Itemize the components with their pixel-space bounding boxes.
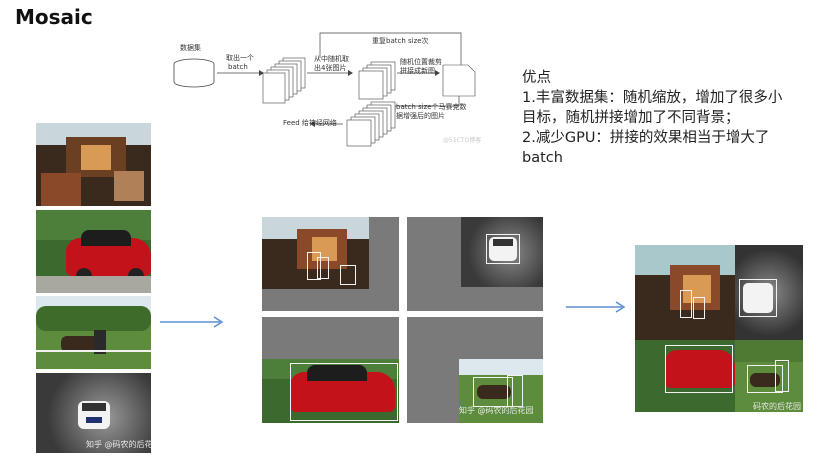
dataset-cylinder-icon (173, 58, 215, 88)
watermark-middle: 知乎 @码农的后花园 (459, 406, 534, 415)
quadrant-top-left (262, 217, 399, 311)
watermark-left: 知乎 @码农的后花园 (86, 440, 151, 449)
photo-red-car (36, 210, 151, 293)
label-take-batch-1: 取出一个 (226, 54, 254, 62)
image-stack-3 (346, 101, 396, 147)
advantages-heading: 优点 (522, 70, 551, 86)
advantage-point-1: 1.丰富数据集：随机缩放，增加了很多小目标，随机拼接增加了不同背景； (522, 90, 783, 126)
label-take-batch-2: batch (228, 63, 248, 71)
svg-text:@51CTO博客: @51CTO博客 (443, 136, 481, 144)
advantages-text: 优点 1.丰富数据集：随机缩放，增加了很多小目标，随机拼接增加了不同背景； 2.… (522, 68, 792, 168)
image-stack-2 (358, 61, 396, 100)
image-stack-1 (262, 57, 306, 104)
pipeline-diagram: @51CTO博客 (173, 32, 481, 147)
label-repeat: 重复batch size次 (372, 37, 429, 45)
final-mosaic-image: 码农的后花园 (635, 245, 803, 412)
slide-title: Mosaic (15, 5, 93, 29)
label-result-1: batch size个马赛克数 (396, 103, 467, 111)
label-result-2: 据增强后的图片 (396, 112, 445, 120)
quadrant-bottom-left (262, 317, 399, 423)
arrow-right-icon (566, 301, 626, 313)
advantage-point-2: 2.减少GPU：拼接的效果相当于增大了batch (522, 130, 770, 166)
label-crop-2: 拼接成新图 (400, 67, 435, 75)
quadrant-top-right (407, 217, 543, 311)
photo-horse (36, 296, 151, 369)
mosaic-image-icon (442, 64, 476, 97)
photo-living-room (36, 123, 151, 206)
label-random-pick-1: 从中随机取 (314, 55, 349, 63)
arrow-right-icon (160, 316, 224, 328)
label-dataset: 数据集 (180, 44, 201, 52)
label-crop-1: 随机位置裁剪 (400, 58, 442, 66)
repeat-loop-arrow (319, 32, 462, 65)
label-random-pick-2: 出4张图片 (314, 64, 347, 72)
photo-white-car: 知乎 @码农的后花园 (36, 373, 151, 453)
quadrant-bottom-right: 知乎 @码农的后花园 (407, 317, 543, 423)
watermark-right: 码农的后花园 (753, 402, 801, 411)
label-feed: Feed 给神经网络 (283, 119, 337, 127)
